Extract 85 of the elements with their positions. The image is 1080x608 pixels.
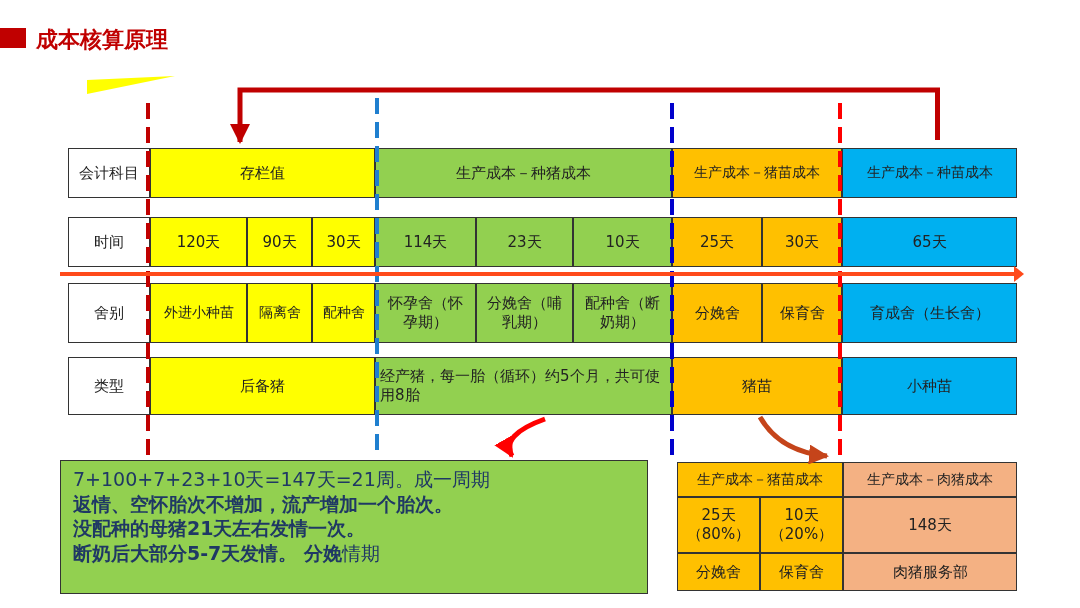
- table-cell: [762, 217, 842, 267]
- table-cell: [375, 357, 672, 415]
- table-cell: [476, 217, 573, 267]
- cell-label: 怀孕舍（怀孕期）: [386, 294, 464, 332]
- cell-label: 25天（80%）: [685, 506, 752, 544]
- cell-label: 30天: [784, 232, 820, 252]
- table-cell: [247, 283, 312, 343]
- cell-label: 肉猪服务部: [892, 562, 968, 582]
- row-header-cell: [68, 148, 150, 198]
- cell-label: 配种舍（断奶期）: [584, 294, 661, 332]
- table-cell: [150, 148, 375, 198]
- cell-label: 保育舍: [779, 562, 824, 582]
- cell-label: 25天: [699, 232, 735, 252]
- table-cell: [760, 553, 843, 591]
- cell-label: 10天: [605, 232, 640, 252]
- table-cell: [842, 283, 1017, 343]
- cell-label: 猪苗: [742, 376, 772, 396]
- table-cell: [843, 497, 1017, 553]
- cell-label: 经产猪，每一胎（循环）约5个月，共可使用8胎: [380, 367, 661, 405]
- table-cell: [677, 497, 760, 553]
- table-cell: [150, 283, 247, 343]
- cell-label: 分娩舍: [694, 303, 740, 323]
- table-cell: [677, 553, 760, 591]
- cell-label: 类型: [94, 376, 124, 396]
- note-line: 断奶后大部分5-7天发情。 分娩情期: [73, 541, 381, 566]
- cell-label: 存栏值: [240, 163, 285, 183]
- table-cell: [150, 217, 247, 267]
- table-cell: [760, 497, 843, 553]
- cell-label: 分娩舍（哺乳期）: [486, 294, 563, 332]
- cell-label: 保育舍: [779, 303, 825, 323]
- cell-label: 舍别: [94, 303, 124, 323]
- cell-label: 148天: [908, 515, 952, 535]
- cell-label: 生产成本－猪苗成本: [694, 164, 820, 182]
- note-line: 没配种的母猪21天左右发情一次。: [73, 516, 367, 542]
- cell-label: 120天: [176, 232, 221, 252]
- cell-label: 生产成本－猪苗成本: [697, 470, 823, 489]
- cell-label: 育成舍（生长舍）: [869, 303, 990, 323]
- table-cell: [672, 357, 842, 415]
- cell-label: 分娩舍: [696, 562, 741, 582]
- cell-label: 隔离舍: [258, 304, 301, 322]
- cell-label: 小种苗: [907, 376, 952, 396]
- row-header-cell: [68, 217, 150, 267]
- table-cell: [843, 462, 1017, 497]
- cell-label: 生产成本－种猪成本: [456, 163, 591, 183]
- row-header-cell: [68, 357, 150, 415]
- cell-label: 65天: [912, 232, 947, 252]
- table-cell: [375, 217, 476, 267]
- arrow: [230, 87, 940, 144]
- table-cell: [842, 357, 1017, 415]
- cell-label: 114天: [403, 232, 448, 252]
- cell-label: 23天: [507, 232, 542, 252]
- table-cell: [573, 283, 672, 343]
- table-cell: [247, 217, 312, 267]
- table-cell: [672, 217, 762, 267]
- table-cell: [375, 148, 672, 198]
- arrow: [757, 415, 829, 464]
- table-cell: [843, 553, 1017, 591]
- table-cell: [476, 283, 573, 343]
- cell-label: 30天: [326, 232, 361, 252]
- note-line: 返情、空怀胎次不增加，流产增加一个胎次。: [73, 491, 454, 517]
- table-cell: [842, 148, 1017, 198]
- cell-label: 外进小种苗: [163, 304, 234, 322]
- cell-label: 生产成本－肉猪成本: [867, 470, 993, 489]
- cell-label: 会计科目: [79, 163, 139, 183]
- table-cell: [762, 283, 842, 343]
- table-cell: [312, 217, 375, 267]
- table-cell: [150, 357, 375, 415]
- table-cell: [842, 217, 1017, 267]
- note-line: 7+100+7+23+10天=147天=21周。成一周期: [73, 467, 491, 492]
- cell-label: 10天（20%）: [768, 506, 835, 544]
- cell-label: 时间: [94, 232, 124, 252]
- table-cell: [375, 283, 476, 343]
- page-title: 成本核算原理: [36, 26, 168, 54]
- table-cell: [573, 217, 672, 267]
- cell-label: 配种舍: [322, 304, 365, 322]
- table-cell: [677, 462, 843, 497]
- row-header-cell: [68, 283, 150, 343]
- table-cell: [672, 283, 762, 343]
- arrow: [495, 416, 546, 458]
- table-cell: [312, 283, 375, 343]
- note-panel: [60, 460, 648, 594]
- cell-label: 90天: [262, 232, 297, 252]
- cell-label: 后备猪: [240, 376, 285, 396]
- table-cell: [672, 148, 842, 198]
- cell-label: 生产成本－种苗成本: [866, 164, 993, 182]
